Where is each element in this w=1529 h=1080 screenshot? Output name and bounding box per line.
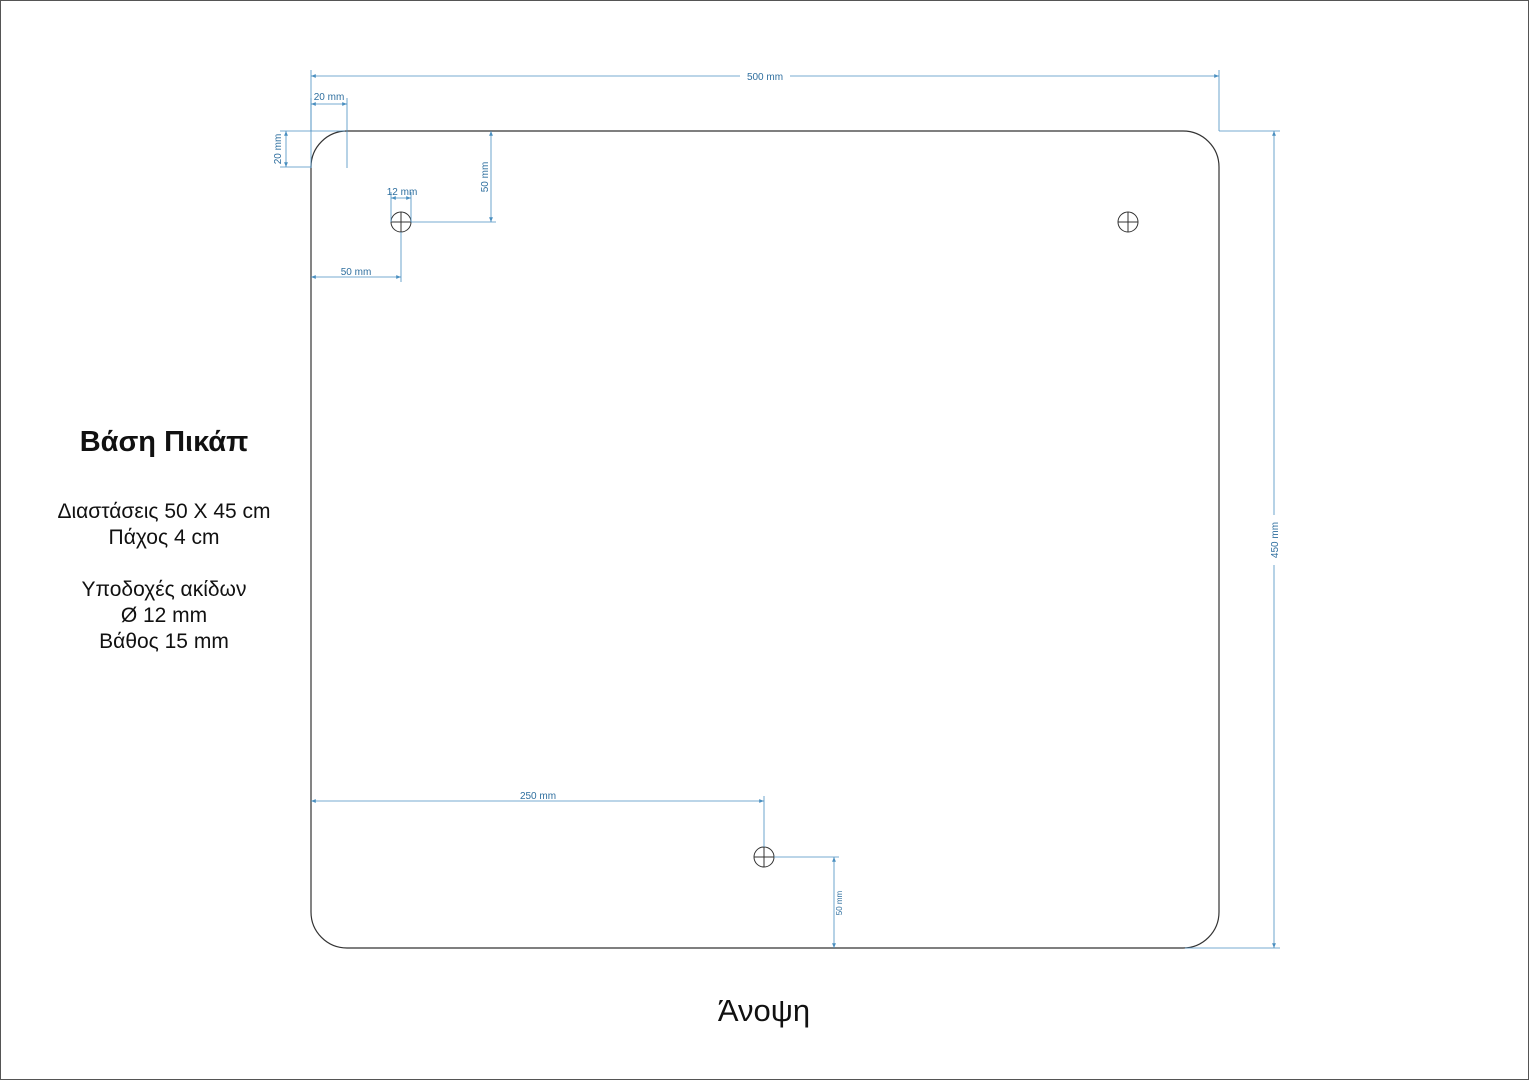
dim-bottom-hole-x [311,796,765,847]
label-corner-x: 20 mm [314,92,345,103]
spec-thickness: Πάχος 4 cm [108,526,220,549]
spec-hole-depth: Βάθος 15 mm [99,630,229,653]
hole-top-left [390,211,412,233]
view-label: Άνοψη [717,993,811,1028]
label-hole-diameter: 12 mm [387,187,418,198]
label-corner-y: 20 mm [273,134,284,165]
spec-holes-heading: Υποδοχές ακίδων [81,578,247,601]
spec-holes-block: Υποδοχές ακίδων Ø 12 mm Βάθος 15 mm [30,577,298,655]
dim-hole-side-offset [311,232,402,282]
hole-bottom-center [753,846,775,868]
label-bottom-hole-x: 250 mm [520,791,556,802]
spec-dimensions-block: Διαστάσεις 50 X 45 cm Πάχος 4 cm [30,499,298,551]
dim-corner-y [280,130,345,168]
dim-corner-x [310,98,348,168]
hole-top-right [1117,211,1139,233]
board-outline [310,130,1220,949]
label-bottom-hole-y: 50 mm [835,890,844,915]
dim-hole-diameter [390,192,412,222]
dim-hole-top-offset [411,131,496,223]
drawing-title: Βάση Πικάπ [79,426,249,458]
label-overall-width: 500 mm [747,72,783,83]
spec-dimensions: Διαστάσεις 50 X 45 cm [57,500,271,523]
label-hole-side-offset: 50 mm [341,267,372,278]
label-hole-top-offset: 50 mm [480,162,491,193]
dim-overall-height [1185,130,1280,949]
dim-bottom-hole-y [774,856,839,948]
label-overall-height: 450 mm [1270,522,1281,558]
spec-hole-diameter: Ø 12 mm [120,604,208,627]
